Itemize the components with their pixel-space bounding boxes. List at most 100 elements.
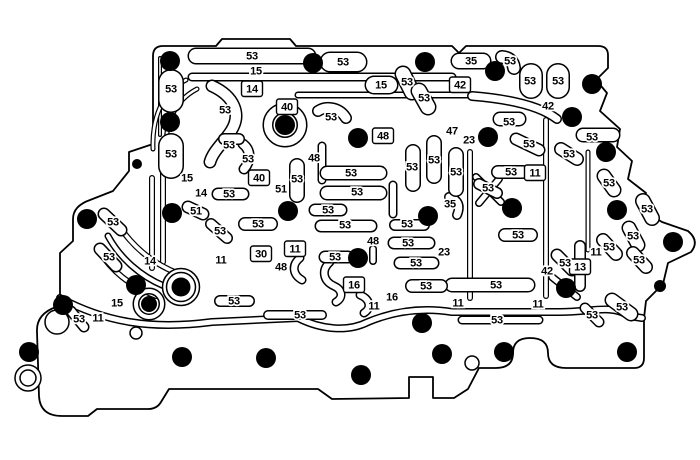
callout-53: 53: [552, 76, 564, 88]
callout-53: 53: [73, 314, 85, 326]
callout-53: 53: [223, 140, 235, 152]
callout-53: 53: [410, 258, 422, 270]
bolt-hole: [172, 347, 192, 367]
callout-box: [568, 258, 592, 276]
callout-23: 23: [438, 247, 450, 259]
callout-48: 48: [308, 153, 320, 165]
callout-53: 53: [345, 168, 357, 180]
open-hole: [129, 326, 143, 340]
callout-15: 15: [111, 298, 123, 310]
open-hole-inner-ring: [19, 369, 37, 387]
bolt-hole: [132, 159, 142, 169]
callout-53: 53: [329, 252, 341, 264]
callout-16: 16: [348, 280, 360, 292]
callout-16: 16: [386, 292, 398, 304]
callout-53: 53: [482, 183, 494, 195]
callout-53: 53: [559, 258, 571, 270]
bolt-hole: [160, 112, 180, 132]
callout-53: 53: [586, 132, 598, 144]
bolt-hole: [607, 200, 627, 220]
callout-11: 11: [368, 301, 379, 313]
bolt-hole: [617, 342, 637, 362]
callout-42: 42: [454, 80, 466, 92]
callout-48: 48: [377, 131, 389, 143]
bolt-hole: [654, 280, 666, 292]
bolt-hole: [562, 107, 582, 127]
callout-53: 53: [523, 139, 535, 151]
bolt-hole: [502, 198, 522, 218]
callout-53: 53: [252, 219, 264, 231]
callout-40: 40: [281, 102, 293, 114]
callout-48: 48: [275, 262, 287, 274]
callout-box: [240, 80, 264, 98]
callout-box: [247, 169, 271, 187]
callout-53: 53: [503, 117, 515, 129]
callout-13: 13: [574, 262, 586, 274]
bolt-hole: [494, 342, 514, 362]
callout-53: 53: [339, 220, 351, 232]
callout-23: 23: [463, 135, 475, 147]
callout-11: 11: [532, 299, 543, 311]
callout-47: 47: [446, 126, 458, 138]
callout-box: [342, 276, 366, 294]
callout-53: 53: [505, 167, 517, 179]
bolt-holes: [14, 51, 683, 392]
bolt-hole: [596, 142, 616, 162]
callout-30: 30: [255, 249, 267, 261]
callout-53: 53: [402, 238, 414, 250]
bolt-hole: [141, 296, 157, 312]
bolt-hole: [412, 313, 432, 333]
callout-14: 14: [144, 256, 157, 268]
callout-53: 53: [401, 219, 413, 231]
callout-53: 53: [406, 162, 418, 174]
callout-53: 53: [291, 174, 303, 186]
bolt-hole: [53, 295, 73, 315]
callout-box: [523, 164, 547, 182]
bolt-hole: [351, 365, 371, 385]
bolt-hole: [415, 52, 435, 72]
bolt-hole: [432, 344, 452, 364]
callout-53: 53: [325, 112, 337, 124]
callout-box: [283, 240, 307, 258]
bolt-hole: [278, 201, 298, 221]
bolt-hole: [582, 74, 602, 94]
callout-42: 42: [542, 101, 554, 113]
callout-53: 53: [242, 154, 254, 166]
bolt-hole: [303, 53, 323, 73]
bolt-hole: [556, 278, 576, 298]
bolt-hole: [663, 232, 683, 252]
callout-53: 53: [165, 84, 177, 96]
callout-53: 53: [633, 255, 645, 267]
callout-53: 53: [524, 76, 536, 88]
callout-53: 53: [219, 105, 231, 117]
callout-53: 53: [322, 205, 334, 217]
callout-11: 11: [529, 168, 540, 180]
callout-11: 11: [289, 244, 300, 256]
callout-53: 53: [512, 230, 524, 242]
bolt-hole: [19, 342, 39, 362]
callout-40: 40: [253, 173, 265, 185]
callout-53: 53: [420, 281, 432, 293]
bolt-hole: [348, 128, 368, 148]
bolt-hole: [275, 115, 295, 135]
callout-53: 53: [428, 155, 440, 167]
callout-53: 53: [246, 51, 258, 63]
callout-53: 53: [223, 189, 235, 201]
callout-11: 11: [92, 313, 103, 325]
callout-14: 14: [195, 188, 208, 200]
callout-53: 53: [337, 57, 349, 69]
bolt-hole: [77, 209, 97, 229]
bolt-hole: [485, 61, 505, 81]
callout-53: 53: [491, 315, 503, 327]
callout-53: 53: [103, 252, 115, 264]
callout-53: 53: [418, 93, 430, 105]
bolt-hole: [256, 348, 276, 368]
callout-box: [249, 245, 273, 263]
callout-53: 53: [107, 217, 119, 229]
callout-42: 42: [541, 266, 553, 278]
callout-51: 51: [190, 206, 202, 218]
callout-53: 53: [641, 204, 653, 216]
callout-53: 53: [450, 167, 462, 179]
callout-53: 53: [294, 310, 306, 322]
